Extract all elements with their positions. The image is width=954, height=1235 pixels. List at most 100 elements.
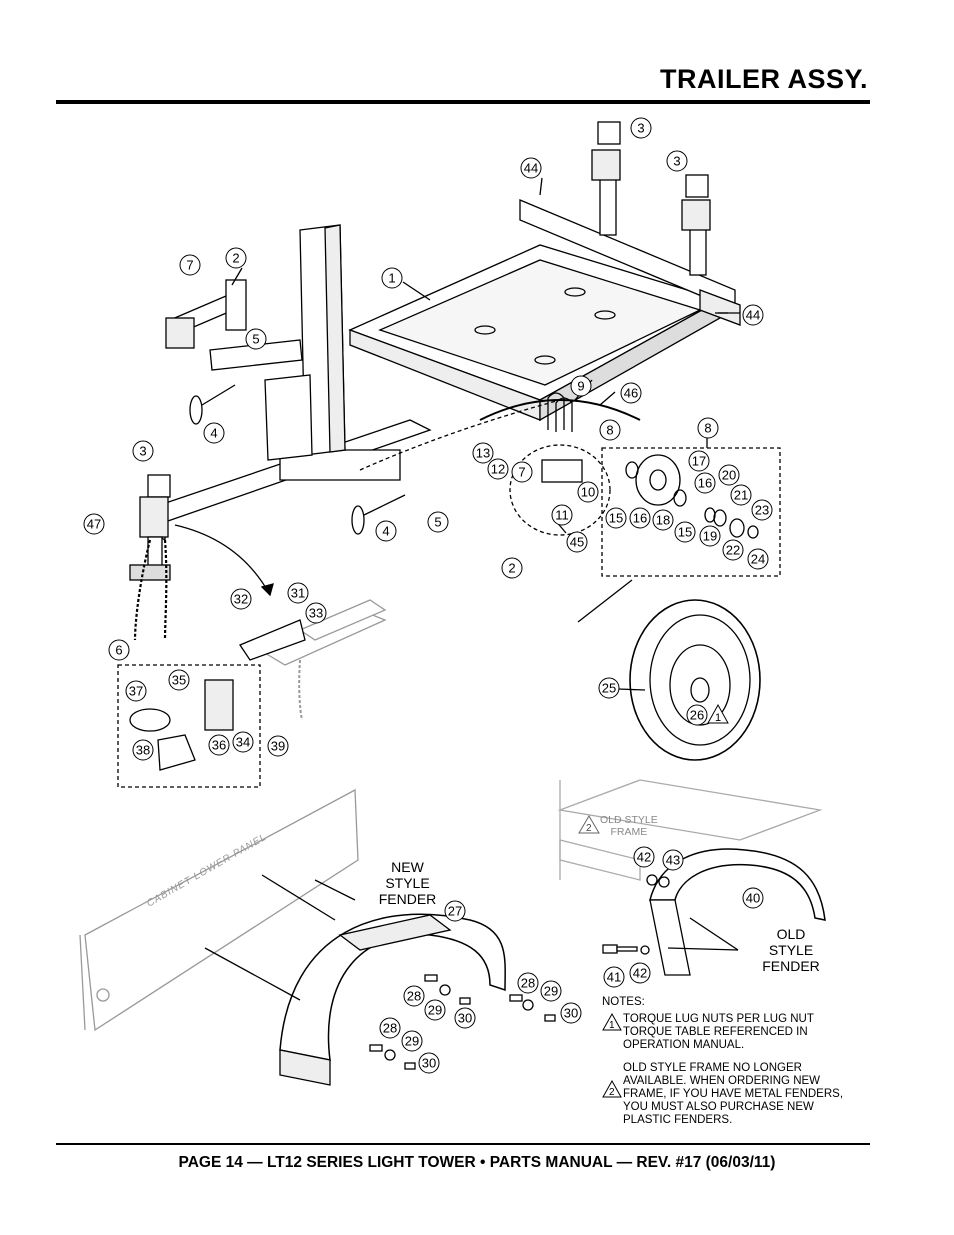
callout-number: 41 <box>607 970 621 985</box>
callout-circle <box>742 304 764 326</box>
callout-number: 17 <box>692 454 706 469</box>
callout-circle <box>652 509 674 531</box>
callout-circle <box>230 588 252 610</box>
callout-circle <box>287 582 309 604</box>
note-2-marker-icon: 2 <box>602 1080 622 1098</box>
page-title: TRAILER ASSY. <box>659 64 868 94</box>
callout-circle <box>603 966 625 988</box>
callout-circle <box>208 734 230 756</box>
callout-c4a: 4 <box>203 422 225 444</box>
callout-number: 30 <box>422 1056 436 1071</box>
callout-c3c: 3 <box>132 440 154 462</box>
note-text: TORQUE LUG NUTS PER LUG NUT TORQUE TABLE… <box>623 1013 814 1051</box>
callout-c42b: 42 <box>629 962 651 984</box>
callout-circle <box>620 382 642 404</box>
callout-number: 2 <box>508 561 515 576</box>
hub-detail-box <box>601 447 781 577</box>
callout-c19: 19 <box>699 525 721 547</box>
callout-number: 22 <box>726 543 740 558</box>
label-line: NEW <box>391 859 424 875</box>
callout-circle <box>487 458 509 480</box>
callout-circle <box>375 520 397 542</box>
callout-number: 30 <box>564 1006 578 1021</box>
callout-circle <box>666 150 688 172</box>
callout-circle <box>694 472 716 494</box>
callout-circle <box>132 739 154 761</box>
callout-number: 29 <box>405 1034 419 1049</box>
callout-c41: 41 <box>603 966 625 988</box>
callout-c28b: 28 <box>517 972 539 994</box>
callout-circle <box>633 846 655 868</box>
new-style-fender-label: NEW STYLE FENDER <box>370 859 445 907</box>
callout-c17: 17 <box>688 450 710 472</box>
callout-c1: 1 <box>381 267 403 289</box>
note-item: 1 TORQUE LUG NUTS PER LUG NUT TORQUE TAB… <box>602 1013 862 1052</box>
callout-circle <box>730 484 752 506</box>
header-rule <box>56 100 870 104</box>
callout-number: 2 <box>232 251 239 266</box>
callout-circle <box>403 985 425 1007</box>
callout-circle <box>379 1017 401 1039</box>
page-footer: PAGE 14 — LT12 SERIES LIGHT TOWER • PART… <box>178 1154 776 1171</box>
callout-c36: 36 <box>208 734 230 756</box>
label-line: OLD <box>776 926 806 942</box>
callout-c24: 24 <box>747 548 769 570</box>
callout-circle <box>203 422 225 444</box>
note-text: OLD STYLE FRAME NO LONGER AVAILABLE. WHE… <box>623 1062 844 1126</box>
callout-c2a: 2 <box>225 247 247 269</box>
callout-c5b: 5 <box>427 511 449 533</box>
callout-c31: 31 <box>287 582 309 604</box>
callout-circle <box>132 440 154 462</box>
callout-c25: 25 <box>598 677 620 699</box>
callout-number: 38 <box>136 743 150 758</box>
safety-chains <box>133 539 168 641</box>
callout-number: 40 <box>746 891 760 906</box>
callout-c27: 27 <box>444 900 466 922</box>
callout-number: 5 <box>434 515 441 530</box>
note-2-marker-icon: 2 <box>578 815 600 834</box>
callout-circle <box>699 525 721 547</box>
callout-c12: 12 <box>487 458 509 480</box>
callout-number: 15 <box>609 511 623 526</box>
callout-circle <box>501 557 523 579</box>
callout-number: 28 <box>521 976 535 991</box>
callout-c28c: 28 <box>379 1017 401 1039</box>
callout-c5a: 5 <box>245 328 267 350</box>
callout-number: 16 <box>633 511 647 526</box>
cabinet-lower-panel <box>84 788 359 1032</box>
label-line: FRAME <box>610 826 648 838</box>
callout-circle <box>605 507 627 529</box>
front-jack <box>129 474 171 581</box>
coupler-assembly <box>165 279 247 349</box>
hitch-pin-right <box>351 505 365 535</box>
callout-circle <box>168 669 190 691</box>
callout-c39: 39 <box>267 735 289 757</box>
callout-circle <box>381 267 403 289</box>
callout-number: 32 <box>234 592 248 607</box>
label-line: OLD STYLE <box>600 814 658 826</box>
callout-circle <box>718 464 740 486</box>
callout-c22: 22 <box>722 539 744 561</box>
footer-rule <box>56 1143 870 1145</box>
old-style-fender <box>649 848 826 976</box>
callout-number: 27 <box>448 904 462 919</box>
callout-c30b: 30 <box>560 1002 582 1024</box>
callout-c29b: 29 <box>540 980 562 1002</box>
callout-circle <box>747 548 769 570</box>
label-line: STYLE <box>385 875 430 891</box>
callout-c9: 9 <box>570 375 592 397</box>
callout-c7a: 7 <box>179 254 201 276</box>
callout-number: 42 <box>633 966 647 981</box>
callout-number: 39 <box>271 739 285 754</box>
callout-number: 9 <box>577 379 584 394</box>
callout-circle <box>722 539 744 561</box>
callout-c10: 10 <box>577 481 599 503</box>
callout-circle <box>629 962 651 984</box>
axle-detail-circle <box>509 444 611 536</box>
callout-circle <box>686 704 708 726</box>
callout-number: 12 <box>491 462 505 477</box>
callout-number: 36 <box>212 738 226 753</box>
hitch-pin-left <box>189 395 203 425</box>
callout-number: 37 <box>129 684 143 699</box>
